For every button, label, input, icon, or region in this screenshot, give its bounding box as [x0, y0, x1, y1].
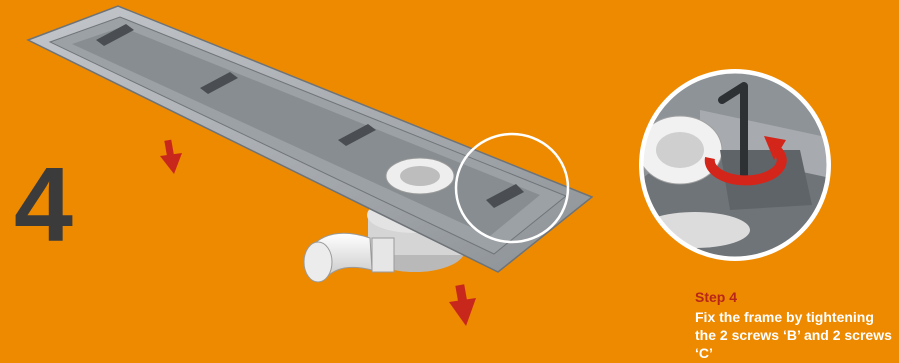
step-caption: Step 4 Fix the frame by tightening the 2… — [695, 289, 895, 362]
step-title: Step 4 — [695, 289, 895, 306]
down-arrow-icon — [160, 140, 182, 174]
detail-zoom-view — [638, 69, 840, 261]
drain-channel-frame — [28, 6, 592, 272]
step-instruction: Fix the frame by tightening the 2 screws… — [695, 308, 895, 362]
down-arrow-icon — [449, 284, 476, 326]
step-number: 4 — [14, 152, 73, 258]
